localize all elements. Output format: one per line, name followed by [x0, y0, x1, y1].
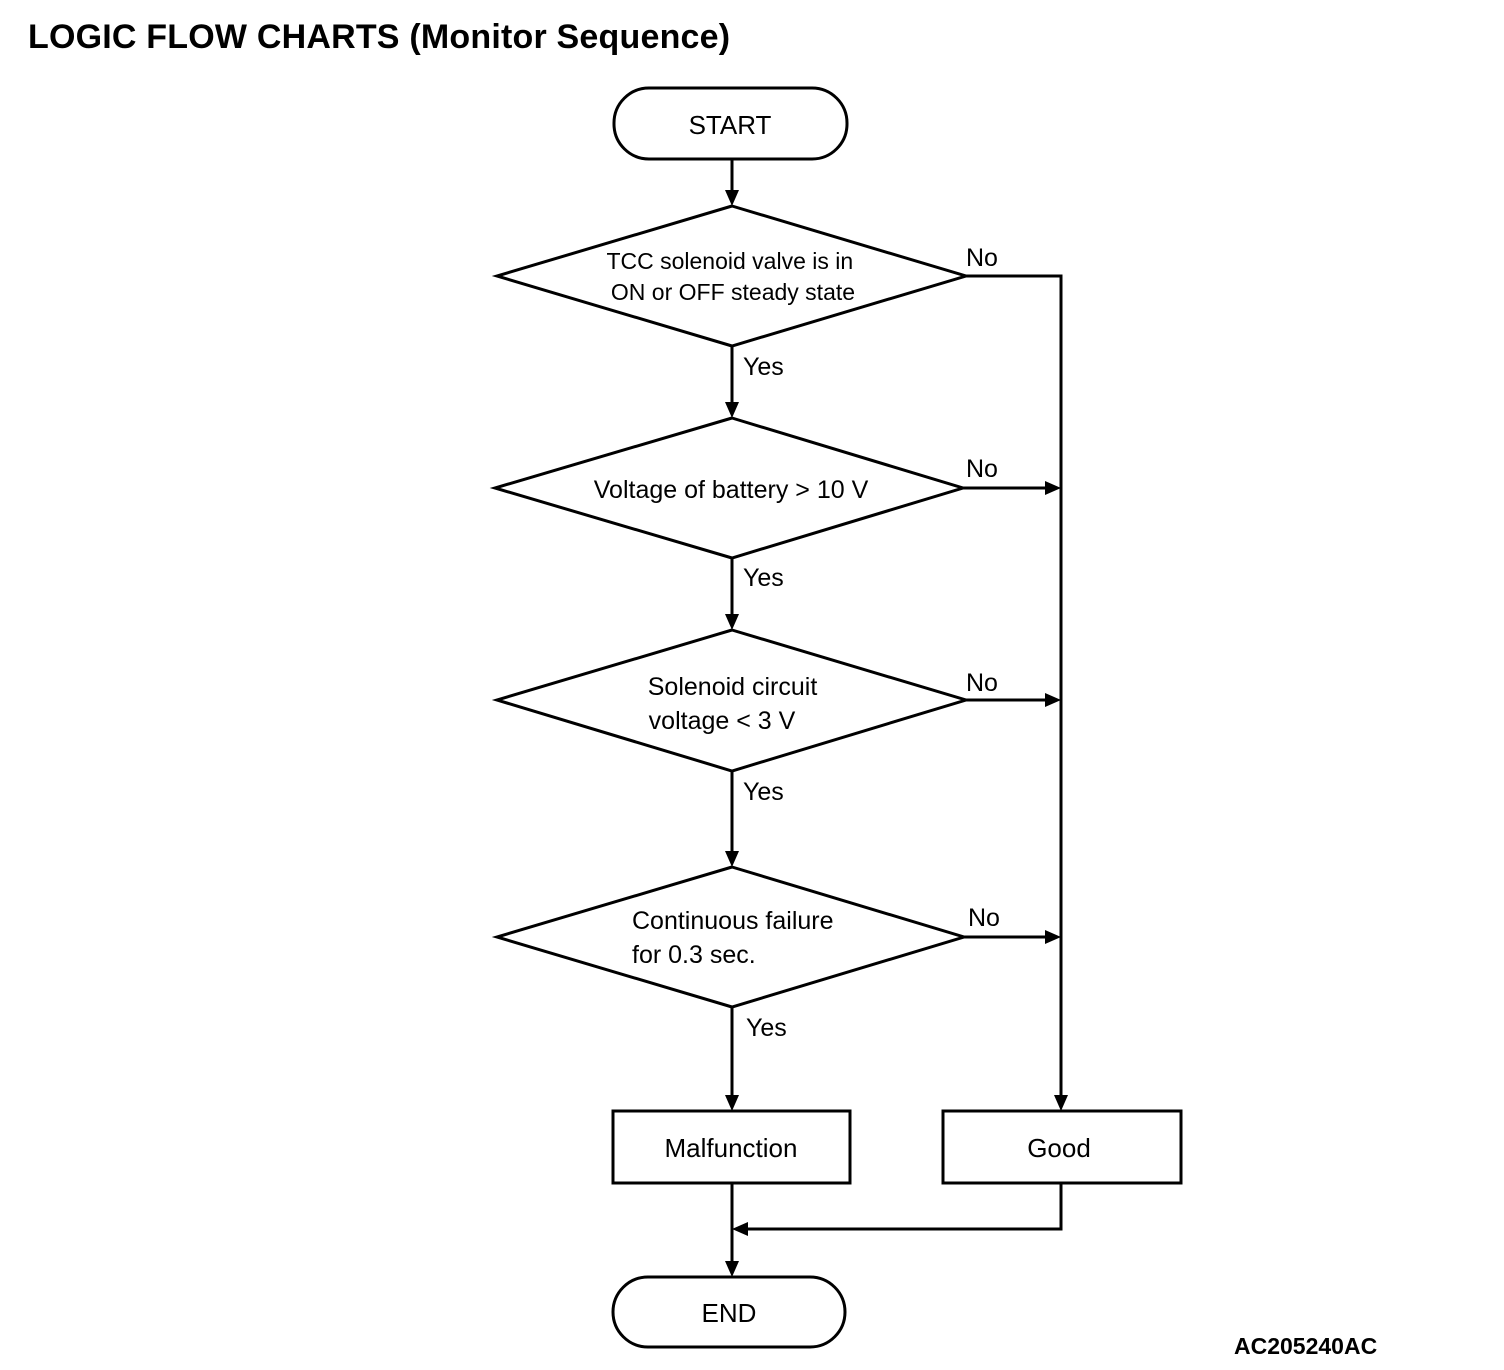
decision-1-diamond — [491, 204, 972, 348]
decision-4-diamond — [491, 865, 970, 1009]
decision-3-label: Solenoid circuit voltage < 3 V — [648, 673, 824, 735]
decision-3-no-label: No — [966, 669, 998, 697]
figure-code: AC205240AC — [1234, 1333, 1378, 1359]
arrowhead-decision-2-yes — [725, 614, 739, 630]
decision-1-line-1: TCC solenoid valve is in — [606, 248, 853, 274]
arrowhead-decision-4-no — [1045, 930, 1061, 944]
end-label: END — [702, 1298, 757, 1328]
arrowhead-to-good — [1054, 1095, 1068, 1111]
decision-1-line-2: ON or OFF steady state — [611, 279, 855, 305]
good-box — [941, 1109, 1183, 1185]
decision-2-label: Voltage of battery > 10 V — [594, 476, 869, 504]
decision-4-label: Continuous failure for 0.3 sec. — [632, 907, 840, 969]
decision-4-line-2: for 0.3 sec. — [632, 941, 756, 969]
decision-2-no-label: No — [966, 455, 998, 483]
arrowhead-decision-4-yes — [725, 1095, 739, 1111]
decision-1-yes-label: Yes — [743, 353, 784, 381]
good-label: Good — [1027, 1133, 1091, 1163]
arrowhead-decision-3-no — [1045, 693, 1061, 707]
start-label: START — [689, 110, 772, 140]
arrowhead-decision-1-yes — [725, 402, 739, 418]
decision-3-yes-label: Yes — [743, 778, 784, 806]
decision-1-label: TCC solenoid valve is in ON or OFF stead… — [606, 248, 859, 305]
no-path-right-rail — [966, 274, 1063, 1097]
malfunction-box — [611, 1109, 852, 1185]
decision-3-line-1: Solenoid circuit — [648, 673, 818, 701]
arrowhead-to-end — [725, 1261, 739, 1277]
arrowhead-start-to-decision-1 — [725, 190, 739, 206]
decision-4-no-label: No — [968, 904, 1000, 932]
arrowhead-decision-2-no — [1045, 481, 1061, 495]
decision-1-no-label: No — [966, 244, 998, 272]
page-title: LOGIC FLOW CHARTS (Monitor Sequence) — [28, 18, 731, 56]
decision-4-line-1: Continuous failure — [632, 907, 834, 935]
decision-3-line-2: voltage < 3 V — [649, 707, 796, 735]
decision-4-yes-label: Yes — [746, 1014, 787, 1042]
arrowhead-decision-3-yes — [725, 851, 739, 867]
arrow-good-to-merge — [747, 1183, 1063, 1231]
decision-2-yes-label: Yes — [743, 564, 784, 592]
arrowhead-good-merge — [732, 1222, 748, 1236]
end-terminator — [611, 1275, 847, 1349]
malfunction-label: Malfunction — [665, 1133, 798, 1163]
